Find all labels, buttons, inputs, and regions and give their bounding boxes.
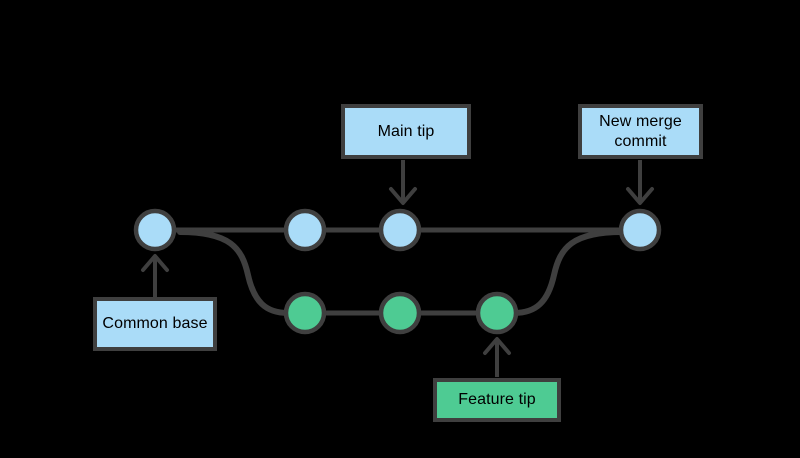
callout-new-merge-commit[interactable]: New merge commit: [578, 104, 703, 159]
feature-commit-node-2[interactable]: [378, 291, 422, 335]
callout-new-merge-commit-label: New merge commit: [599, 112, 682, 150]
feature-commit-node-3[interactable]: [475, 291, 519, 335]
new-merge-commit-arrow-icon: [626, 160, 654, 205]
callout-main-tip-label: Main tip: [377, 122, 435, 140]
main-commit-node-2[interactable]: [283, 208, 327, 252]
branch-off-curve: [177, 229, 291, 316]
common-base-arrow-icon: [141, 254, 169, 297]
callout-feature-tip[interactable]: Feature tip: [433, 378, 561, 422]
merge-curve: [511, 229, 625, 316]
callout-common-base-label: Common base: [102, 315, 208, 332]
feature-tip-arrow-icon: [483, 337, 511, 377]
main-commit-node-3[interactable]: [378, 208, 422, 252]
callout-main-tip[interactable]: Main tip: [341, 104, 471, 159]
main-commit-node-1[interactable]: [133, 208, 177, 252]
callout-feature-tip-label: Feature tip: [458, 391, 536, 408]
feature-commit-node-1[interactable]: [283, 291, 327, 335]
merge-commit-node[interactable]: [618, 208, 662, 252]
main-tip-arrow-icon: [389, 160, 417, 205]
callout-common-base[interactable]: Common base: [93, 297, 217, 351]
